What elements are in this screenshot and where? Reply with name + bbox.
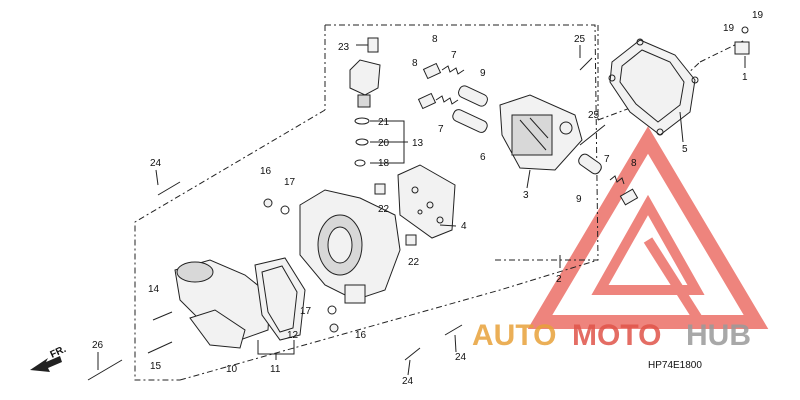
separator-plate-4 bbox=[397, 164, 456, 239]
solenoid-23 bbox=[349, 37, 381, 167]
diagram-code: HP74E1800 bbox=[648, 360, 702, 371]
callout-20: 20 bbox=[378, 138, 390, 149]
callout-6: 6 bbox=[480, 152, 486, 163]
bolts bbox=[87, 181, 463, 381]
callout-7a: 7 bbox=[451, 50, 457, 61]
callout-24a: 24 bbox=[150, 158, 162, 169]
callout-5: 5 bbox=[682, 144, 688, 155]
watermark-text: AUTO MOTO HUB bbox=[472, 319, 751, 352]
watermark-hub: HUB bbox=[686, 319, 751, 352]
callout-14: 14 bbox=[148, 284, 160, 295]
callout-13: 13 bbox=[412, 138, 424, 149]
callout-19a: 19 bbox=[752, 10, 764, 21]
callout-8a: 8 bbox=[432, 34, 438, 45]
valve-spools bbox=[417, 62, 488, 133]
main-housing bbox=[299, 189, 401, 304]
callout-labels: 1 2 3 4 5 6 7 7 7 8 8 8 9 9 10 11 12 13 … bbox=[92, 10, 764, 387]
callout-3: 3 bbox=[523, 190, 529, 201]
callout-17b: 17 bbox=[300, 306, 312, 317]
watermark-logo bbox=[527, 126, 769, 329]
callout-15: 15 bbox=[150, 361, 162, 372]
callout-8c: 8 bbox=[631, 158, 637, 169]
callout-16b: 16 bbox=[355, 330, 367, 341]
callout-17a: 17 bbox=[284, 177, 296, 188]
direction-label: FR. bbox=[49, 344, 68, 361]
callout-22b: 22 bbox=[408, 257, 420, 268]
callout-12: 12 bbox=[287, 330, 299, 341]
callout-9a: 9 bbox=[480, 68, 486, 79]
callout-1: 1 bbox=[742, 72, 748, 83]
callout-8b: 8 bbox=[412, 58, 418, 69]
fitting-1 bbox=[734, 26, 750, 55]
callout-25a: 25 bbox=[574, 34, 586, 45]
gasket-5 bbox=[608, 38, 699, 136]
right-spool-parts bbox=[578, 57, 639, 206]
callout-26: 26 bbox=[92, 340, 104, 351]
front-direction-indicator: FR. bbox=[30, 344, 68, 372]
callout-7b: 7 bbox=[438, 124, 444, 135]
callout-24c: 24 bbox=[402, 376, 414, 387]
callout-2: 2 bbox=[556, 274, 562, 285]
callout-9b: 9 bbox=[576, 194, 582, 205]
callout-21: 21 bbox=[378, 117, 390, 128]
watermark-moto: MOTO bbox=[572, 319, 661, 352]
callout-19b: 19 bbox=[723, 23, 735, 34]
callout-4: 4 bbox=[461, 221, 467, 232]
watermark-auto: AUTO bbox=[472, 319, 556, 352]
callout-23: 23 bbox=[338, 42, 350, 53]
assembly-outline bbox=[134, 24, 746, 381]
callout-10: 10 bbox=[226, 364, 238, 375]
callout-11: 11 bbox=[270, 364, 281, 375]
callout-22a: 22 bbox=[378, 204, 390, 215]
callout-7c: 7 bbox=[604, 154, 610, 165]
callout-24b: 24 bbox=[455, 352, 467, 363]
callout-16a: 16 bbox=[260, 166, 272, 177]
valve-body-3 bbox=[499, 94, 583, 171]
callout-25b: 25 bbox=[588, 110, 600, 121]
solenoid-assembly-11 bbox=[174, 257, 306, 349]
group-brackets bbox=[257, 120, 561, 360]
callout-18: 18 bbox=[378, 158, 390, 169]
